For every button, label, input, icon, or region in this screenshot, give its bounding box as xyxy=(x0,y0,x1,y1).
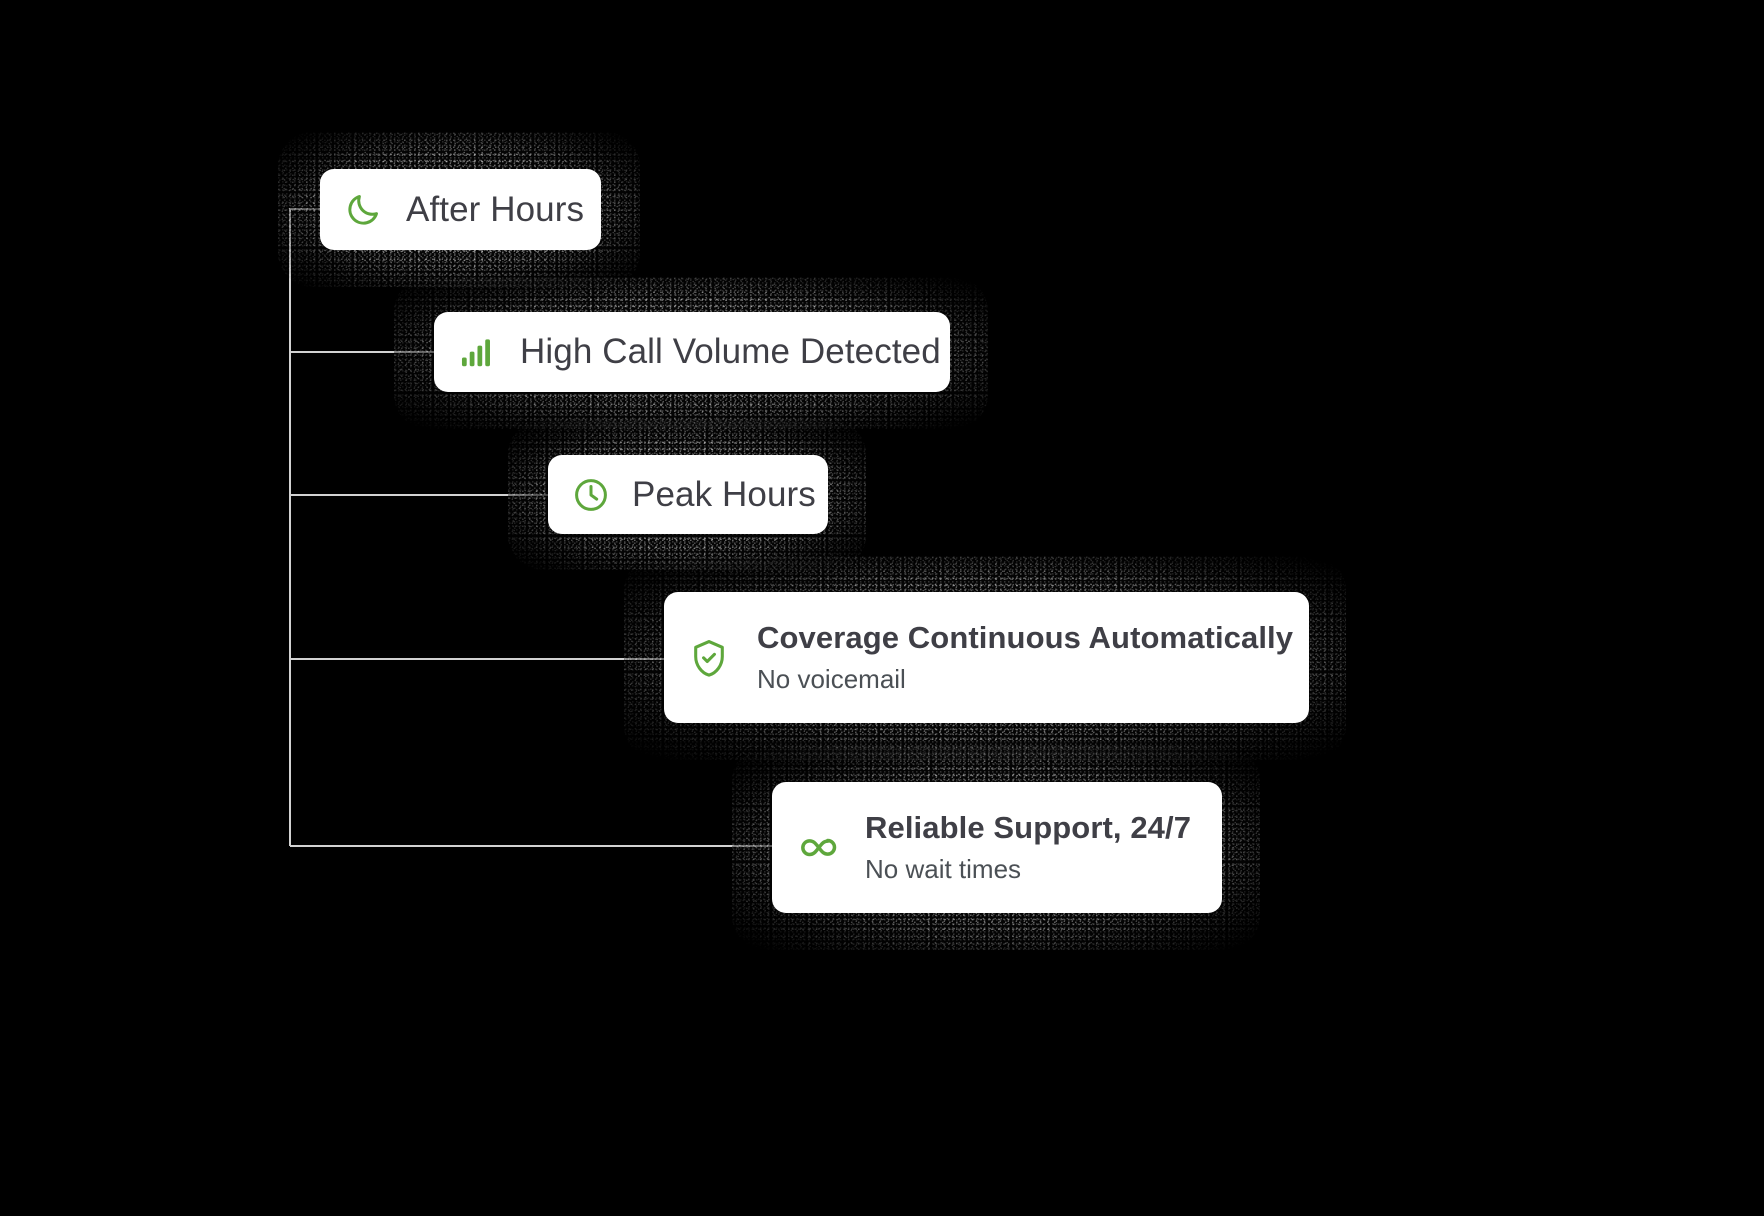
card-text-peak-hours: Peak Hours xyxy=(632,474,816,515)
card-title: After Hours xyxy=(406,189,585,229)
card-text-after-hours: After Hours xyxy=(406,189,585,230)
bar-chart-icon xyxy=(458,333,496,371)
card-title: Peak Hours xyxy=(632,474,816,514)
card-title: Reliable Support, 24/7 xyxy=(865,810,1192,846)
card-high-call-volume[interactable]: High Call Volume Detected xyxy=(434,312,950,392)
infinity-icon xyxy=(796,827,838,869)
card-text-coverage-continuous: Coverage Continuous Automatically No voi… xyxy=(757,620,1294,695)
card-text-high-call-volume: High Call Volume Detected xyxy=(520,332,941,372)
card-reliable-support[interactable]: Reliable Support, 24/7 No wait times xyxy=(772,782,1222,913)
connector-branch-coverage-continuous xyxy=(290,658,672,660)
card-title: High Call Volume Detected xyxy=(520,332,941,371)
card-after-hours[interactable]: After Hours xyxy=(320,169,601,250)
card-coverage-continuous[interactable]: Coverage Continuous Automatically No voi… xyxy=(664,592,1309,723)
card-peak-hours[interactable]: Peak Hours xyxy=(548,455,828,534)
connector-branch-reliable-support xyxy=(290,845,780,847)
card-subtitle: No voicemail xyxy=(757,663,906,694)
connector-spine xyxy=(289,208,291,846)
card-title: Coverage Continuous Automatically xyxy=(757,620,1294,656)
card-text-reliable-support: Reliable Support, 24/7 No wait times xyxy=(865,810,1191,885)
clock-icon xyxy=(572,476,610,514)
moon-icon xyxy=(344,191,382,229)
shield-check-icon xyxy=(688,637,730,679)
card-subtitle: No wait times xyxy=(865,853,1022,884)
